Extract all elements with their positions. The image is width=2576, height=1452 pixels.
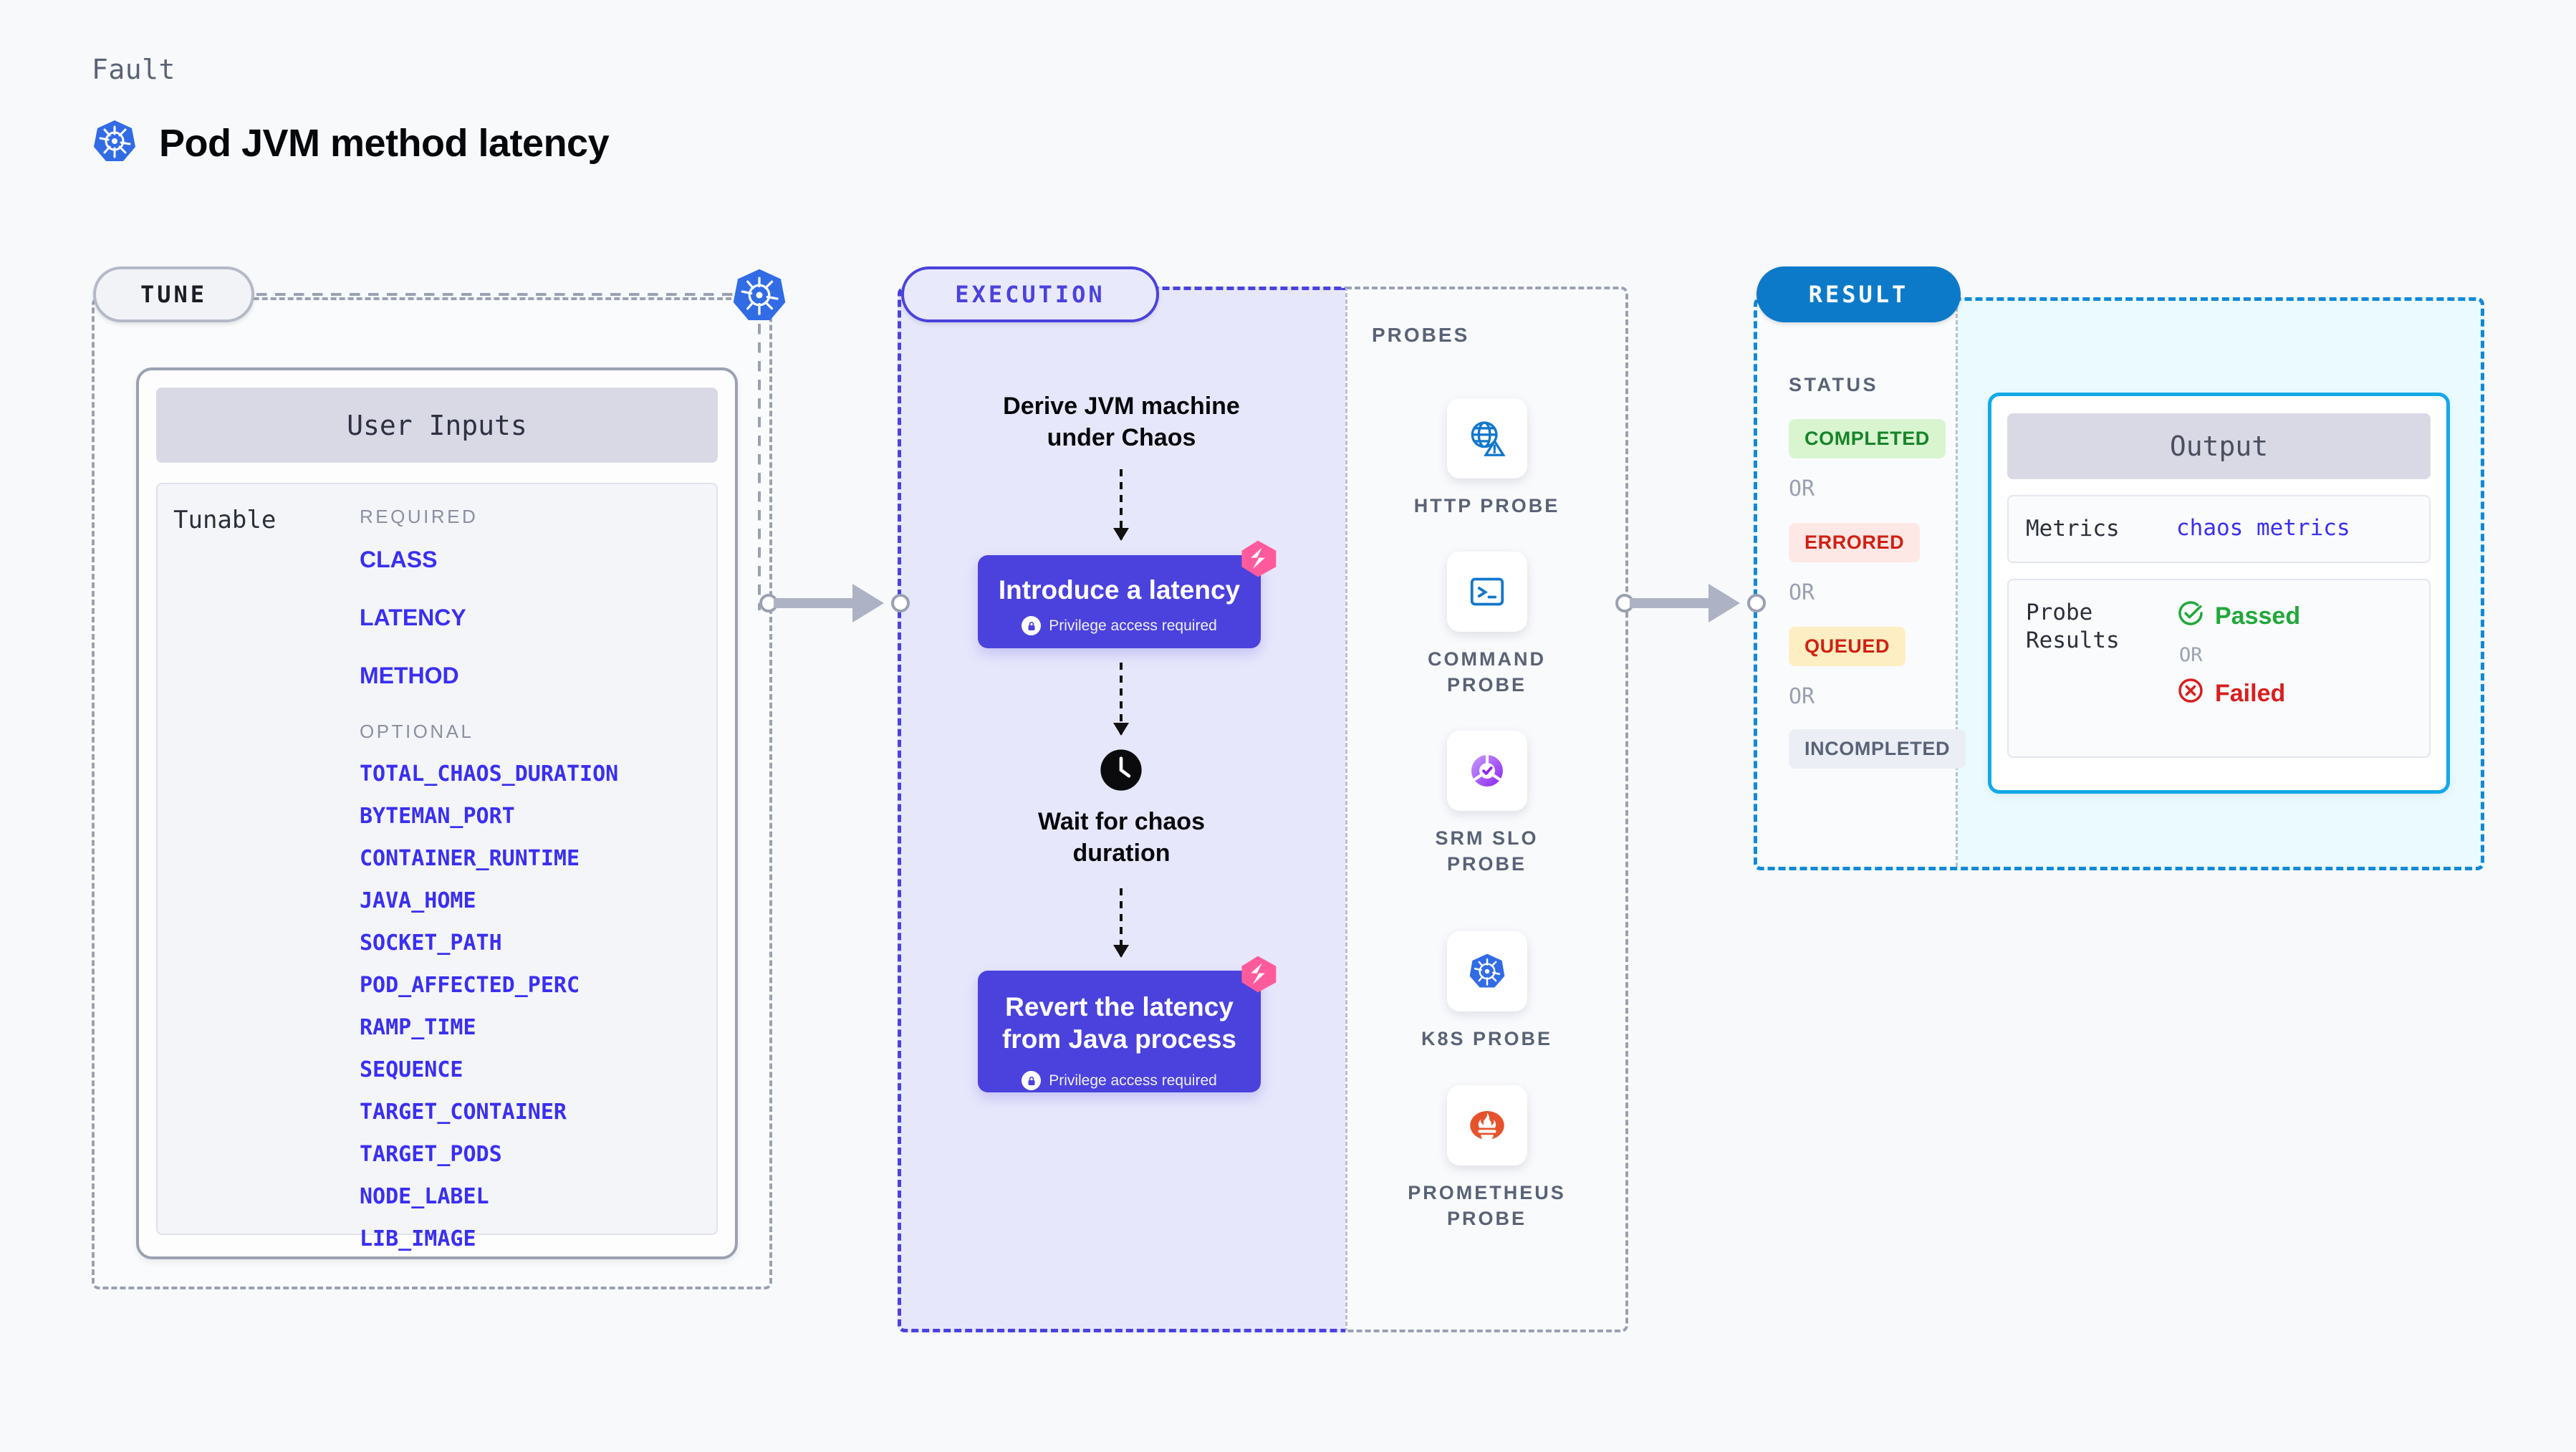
connector-execution-to-result [1615,584,1766,622]
param-ramp-time[interactable]: RAMP_TIME [360,1015,476,1040]
probe-result-passed-label: Passed [2215,602,2301,630]
exec-box-revert-latency[interactable]: Revert the latency from Java process Pri… [978,956,1277,1092]
page-kicker: Fault [92,54,176,85]
flow-arrow-2 [1113,663,1129,736]
probe-result-or: OR [2179,643,2203,666]
user-inputs-body: Tunable REQUIRED CLASS LATENCY METHOD OP… [156,483,718,1251]
param-lib-image[interactable]: LIB_IMAGE [360,1226,476,1251]
param-method[interactable]: METHOD [360,663,459,688]
param-target-container[interactable]: TARGET_CONTAINER [360,1100,567,1125]
probe-result-passed: Passed [2176,599,2300,634]
output-metrics-key: Metrics [2026,516,2120,542]
flow-arrow-3 [1113,888,1129,958]
page-title: Pod JVM method latency [159,121,610,165]
param-latency[interactable]: LATENCY [360,605,466,630]
connector-tune-to-execution [759,584,910,622]
param-container-runtime[interactable]: CONTAINER_RUNTIME [360,846,580,871]
output-card: Output Metrics chaos metrics Probe Resul… [1988,393,2450,794]
status-badge-queued: QUEUED [1789,627,1906,666]
exec-box-1-title: Introduce a latency [998,575,1241,605]
stage-pill-result[interactable]: RESULT [1756,266,1961,322]
probe-result-failed-label: Failed [2215,679,2286,707]
probe-http[interactable]: HTTP PROBE [1345,398,1628,519]
execution-column [898,287,1345,1332]
harness-icon [1236,537,1280,581]
user-inputs-title: User Inputs [156,388,718,463]
output-title: Output [2007,413,2431,479]
status-or-1: OR [1789,476,1815,501]
status-or-2: OR [1789,580,1815,605]
status-badge-incompleted: INCOMPLETED [1789,729,1966,769]
srm-slo-icon [1446,731,1527,811]
probe-prometheus-label: PROMETHEUS PROBE [1408,1182,1566,1230]
globe-warning-icon [1446,398,1527,479]
probe-command-label: COMMAND PROBE [1428,648,1546,696]
lock-icon [1022,1071,1042,1091]
k8s-leader-line [758,324,761,610]
probe-srm-slo[interactable]: SRM SLO PROBE [1345,731,1628,878]
stage-pill-execution[interactable]: EXECUTION [901,266,1159,322]
exec-step-derive: Derive JVM machine under Chaos [1003,393,1240,452]
page-title-row: Pod JVM method latency [92,118,610,168]
status-badge-errored: ERRORED [1789,523,1921,562]
exec-box-1-subtitle: Privilege access required [978,616,1261,636]
probe-k8s-label: K8S PROBE [1421,1028,1553,1049]
param-sequence[interactable]: SEQUENCE [360,1057,463,1082]
param-class[interactable]: CLASS [360,547,438,572]
probe-prometheus[interactable]: PROMETHEUS PROBE [1345,1085,1628,1232]
optional-group-label: OPTIONAL [360,721,474,742]
output-probe-results-row: Probe Results Passed OR [2007,578,2431,758]
output-metrics-row: Metrics chaos metrics [2007,495,2431,563]
kubernetes-icon [92,118,138,168]
param-byteman-port[interactable]: BYTEMAN_PORT [360,804,515,829]
clock-icon [1100,749,1143,792]
param-socket-path[interactable]: SOCKET_PATH [360,931,502,956]
check-circle-icon [2176,599,2205,634]
user-inputs-card: User Inputs Tunable REQUIRED CLASS LATEN… [136,367,738,1259]
output-probe-results-key: Probe Results [2026,599,2120,653]
probe-http-label: HTTP PROBE [1413,495,1560,516]
probe-result-failed: Failed [2176,676,2300,711]
terminal-icon [1446,552,1527,632]
status-or-3: OR [1789,684,1815,709]
x-circle-icon [2176,676,2205,711]
probe-srm-slo-label: SRM SLO PROBE [1435,827,1539,875]
lock-icon [1022,616,1042,636]
parameter-list: REQUIRED CLASS LATENCY METHOD OPTIONAL T… [360,506,699,1251]
exec-box-2-title: Revert the latency from Java process [1001,992,1236,1054]
exec-box-2-sub-text: Privilege access required [1049,1072,1217,1089]
exec-box-introduce-latency[interactable]: Introduce a latency Privilege access req… [978,540,1277,648]
param-target-pods[interactable]: TARGET_PODS [360,1142,502,1167]
probe-command[interactable]: COMMAND PROBE [1345,552,1628,698]
param-node-label[interactable]: NODE_LABEL [360,1184,489,1209]
tunable-label: Tunable [173,506,277,534]
exec-box-2-subtitle: Privilege access required [978,1071,1261,1091]
execution-flow: Derive JVM machine under Chaos Introduce… [898,287,1345,1332]
exec-box-1-sub-text: Privilege access required [1049,617,1217,634]
result-status-region [1757,301,1958,867]
flow-arrow-1 [1113,469,1129,541]
prometheus-icon [1446,1085,1527,1165]
param-total-chaos-duration[interactable]: TOTAL_CHAOS_DURATION [360,761,619,787]
probe-k8s[interactable]: K8S PROBE [1345,931,1628,1052]
tune-leader-line [256,293,733,296]
harness-icon [1236,952,1280,996]
output-metrics-value[interactable]: chaos metrics [2176,515,2350,541]
required-group-label: REQUIRED [360,506,479,527]
probes-label: PROBES [1372,324,1470,346]
param-pod-affected-perc[interactable]: POD_AFFECTED_PERC [360,973,580,998]
probe-result-values: Passed OR Failed [2176,599,2300,711]
param-java-home[interactable]: JAVA_HOME [360,888,476,913]
status-label: STATUS [1789,374,1878,395]
status-badge-completed: COMPLETED [1789,419,1946,458]
stage-pill-tune[interactable]: TUNE [93,266,254,322]
kubernetes-icon [1446,931,1527,1011]
exec-step-wait: Wait for chaos duration [1038,808,1205,867]
kubernetes-badge-icon [731,266,788,324]
